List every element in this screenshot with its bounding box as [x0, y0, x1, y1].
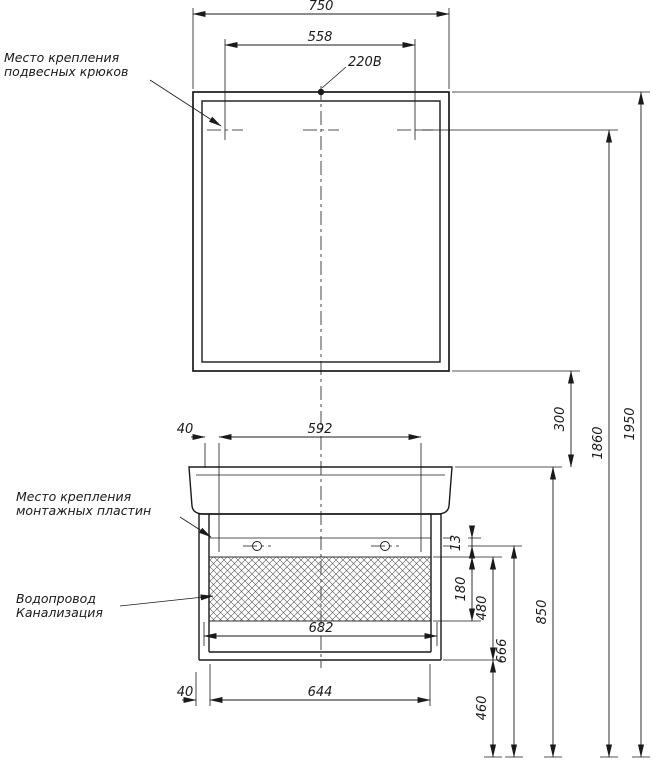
dim-1950-value: 1950 — [623, 407, 638, 440]
dim-750-value: 750 — [309, 0, 334, 14]
dim-40-top-value: 40 — [177, 422, 194, 437]
dim-682-value: 682 — [309, 621, 334, 636]
power-label: 220В — [348, 55, 382, 70]
dim-13-value: 13 — [449, 535, 464, 552]
hooks-leader-line — [149, 79, 222, 127]
hooks-callout-line2: подвесных крюков — [4, 64, 128, 79]
dim-1860-value: 1860 — [591, 426, 606, 459]
drawing-texts: 750 558 220В Место крепления подвесных к… — [4, 0, 638, 720]
leader-lines — [119, 79, 222, 607]
dim-666-value: 666 — [495, 639, 510, 664]
dim-558-value: 558 — [308, 30, 333, 45]
plumbing-callout-line2: Канализация — [16, 605, 103, 620]
dim-300-value: 300 — [553, 407, 568, 432]
extension-lines — [192, 8, 650, 758]
dim-40-bottom-value: 40 — [177, 685, 194, 700]
plates-leader-line — [179, 516, 212, 538]
dim-850-value: 850 — [535, 600, 550, 625]
dim-460-value: 460 — [475, 696, 490, 721]
dim-13-text-backing — [452, 530, 468, 554]
hooks-callout-line1: Место крепления — [4, 50, 120, 65]
washbasin-outline — [188, 466, 453, 515]
dim-180-value: 180 — [454, 577, 469, 602]
dim-480-value: 480 — [475, 596, 490, 621]
plumbing-access-hatch — [208, 556, 432, 622]
dimension-lines — [182, 10, 645, 758]
plates-callout-line1: Место крепления — [16, 489, 132, 504]
dim-644-value: 644 — [308, 685, 333, 700]
plumbing-leader-line — [119, 594, 214, 607]
plumbing-callout-line1: Водопровод — [16, 591, 96, 606]
power-point-dot — [317, 88, 325, 96]
dim-592-value: 592 — [308, 422, 333, 437]
power-leader-line — [321, 66, 347, 89]
plates-callout-line2: монтажных пластин — [16, 503, 151, 518]
